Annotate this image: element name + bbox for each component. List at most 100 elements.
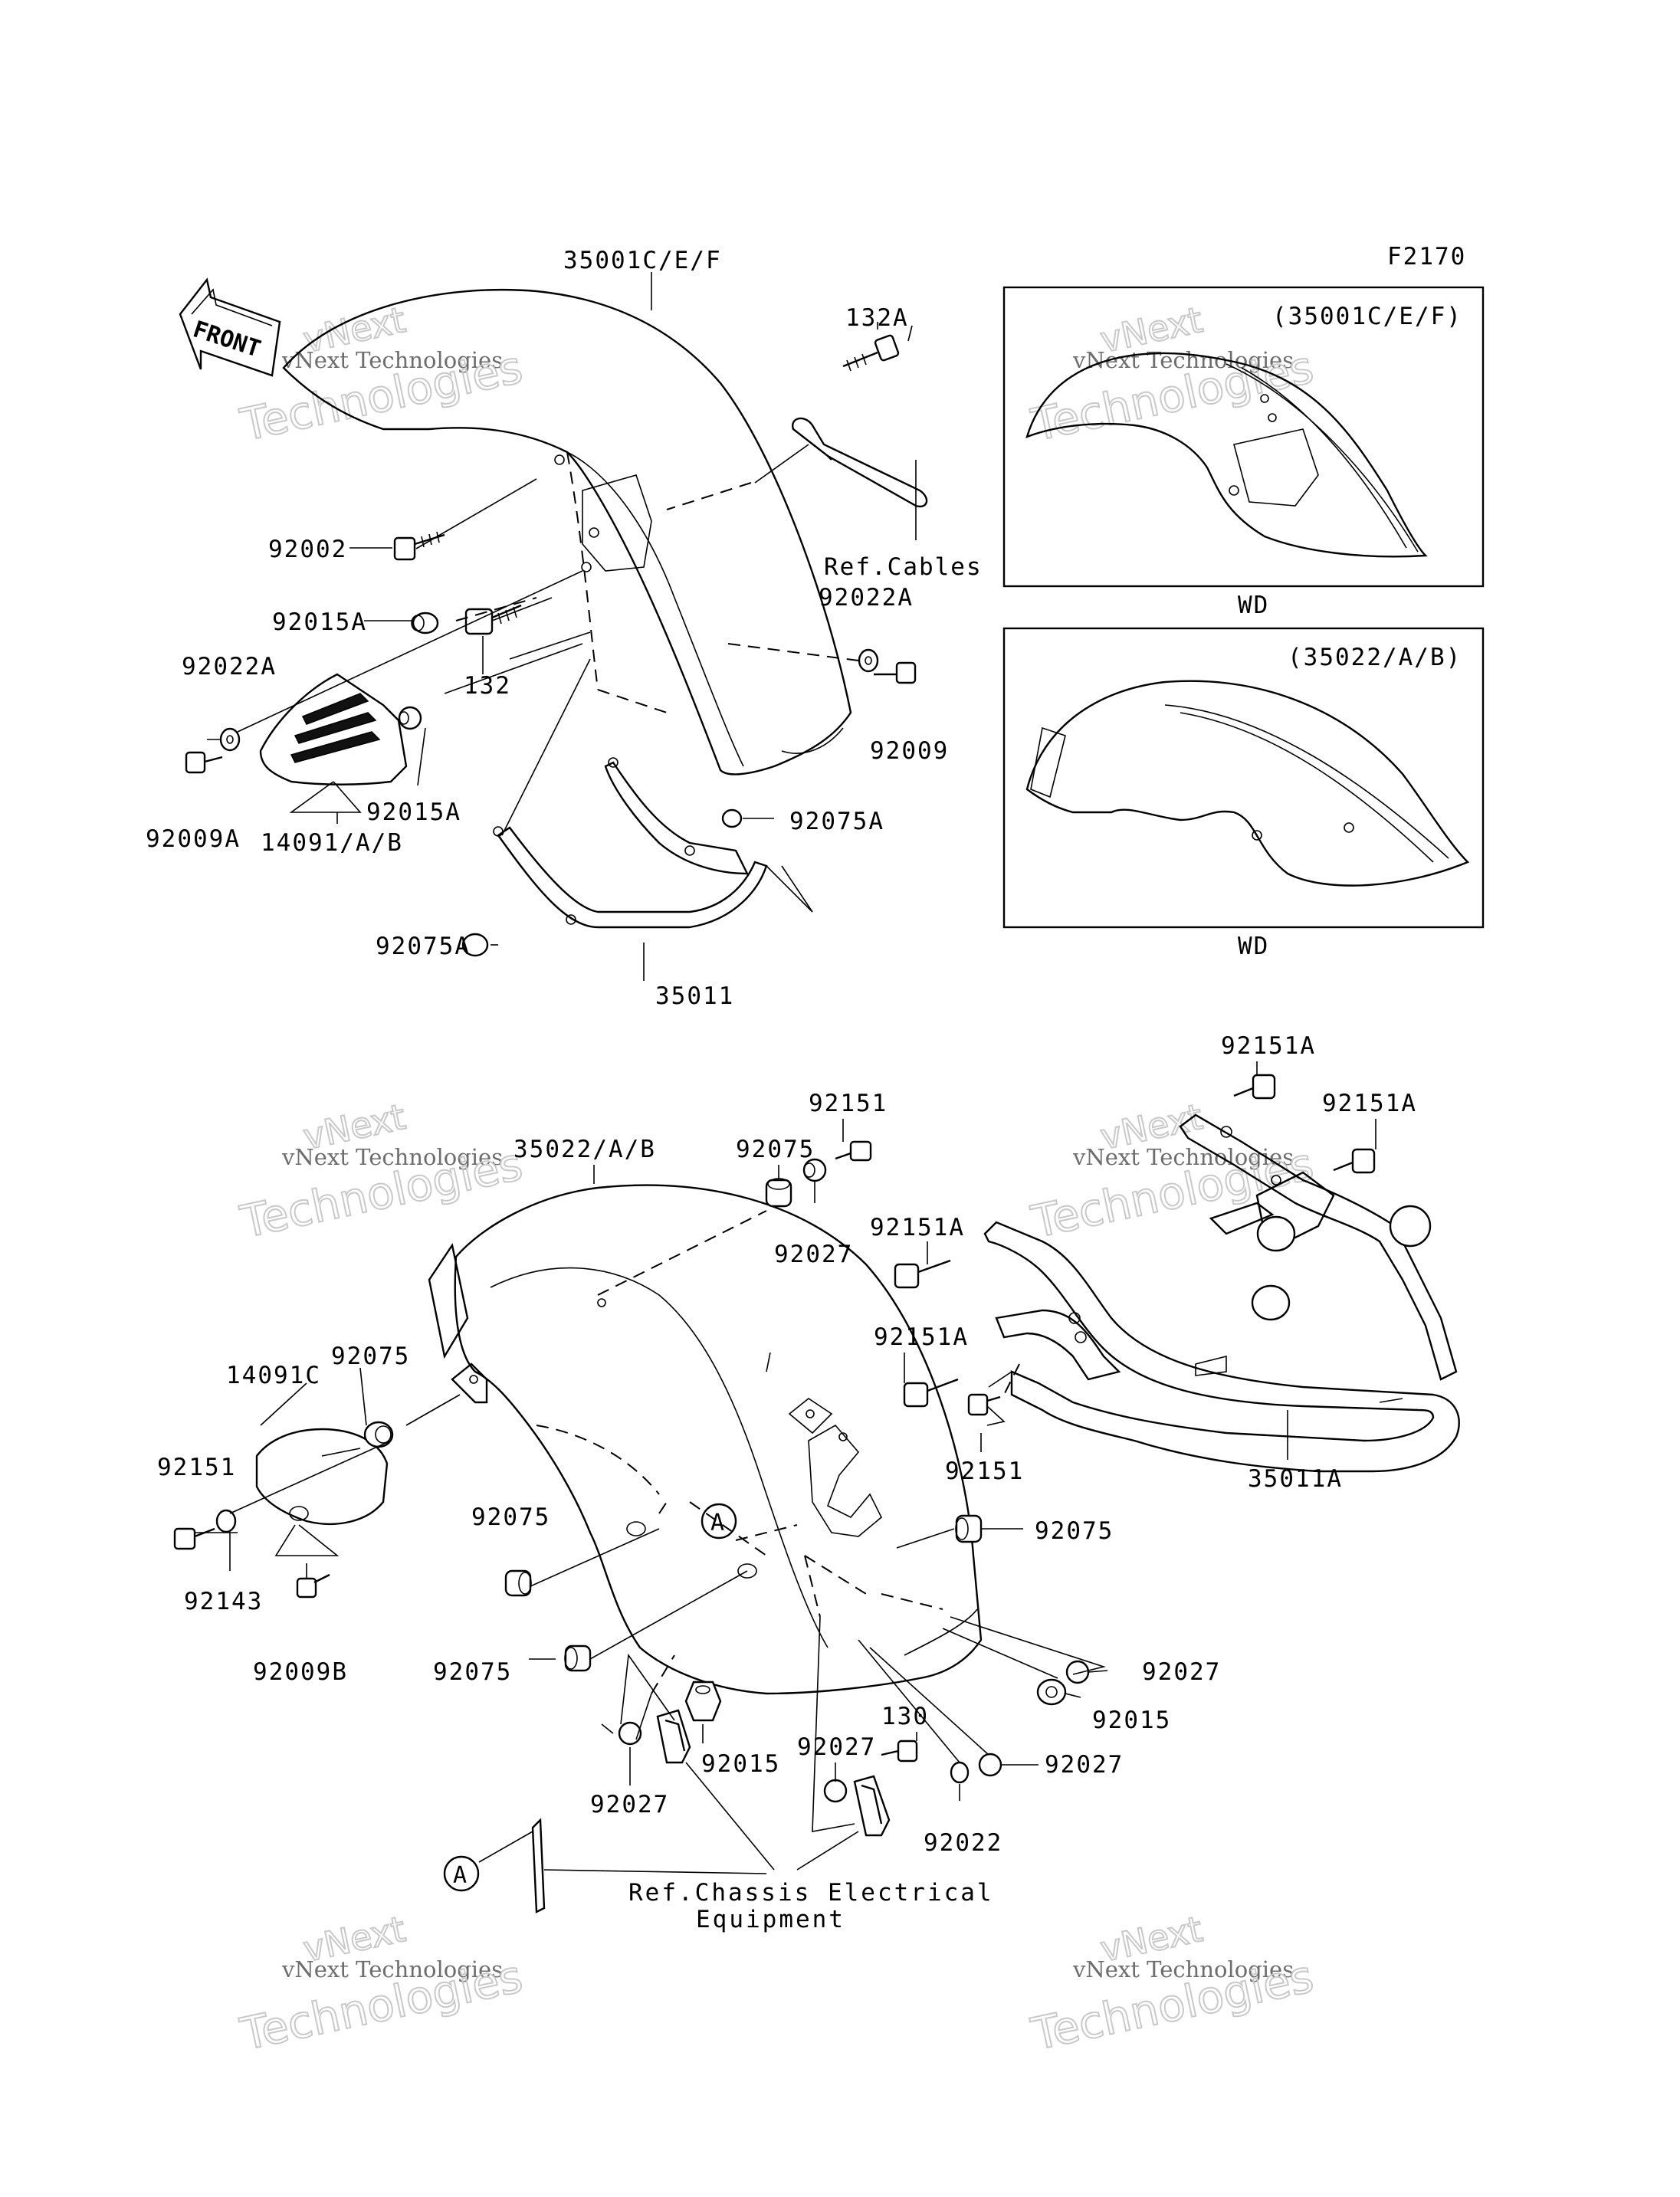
label-132A: 132A (845, 304, 909, 332)
cover-14091 (259, 673, 408, 785)
rear-leaders (195, 1061, 1376, 1874)
cap-92027-top (802, 1158, 827, 1182)
bolt-92151A-top1 (1233, 1074, 1276, 1100)
clamp-right (853, 1775, 891, 1837)
washer-92022 (950, 1761, 970, 1784)
label-92151A-3: 92151A (870, 1214, 965, 1241)
rear-fender-35022 (428, 1184, 983, 1695)
label-92075A-right: 92075A (789, 808, 884, 835)
svg-text:vNext Technologies: vNext Technologies (281, 1956, 503, 1982)
washer-92022A-left (219, 727, 241, 752)
front-fender-35001 (282, 289, 852, 776)
inset-front-fender: (35001C/E/F) (1002, 286, 1485, 588)
label-92151-top: 92151 (809, 1090, 888, 1117)
label-92027-right: 92027 (1142, 1658, 1221, 1686)
svg-text:A: A (710, 1510, 724, 1536)
label-35011A: 35011A (1248, 1465, 1343, 1493)
label-ref-chassis-1: Ref.Chassis Electrical (628, 1879, 994, 1907)
cover-14091C (255, 1428, 389, 1526)
front-leaders (207, 272, 917, 981)
label-92075-left: 92075 (331, 1343, 410, 1370)
bolt-92151-left (173, 1527, 215, 1550)
label-92009B: 92009B (253, 1658, 348, 1686)
label-ref-chassis-2: Equipment (696, 1906, 845, 1933)
nut-92015-r (1036, 1678, 1067, 1706)
svg-text:vNext Technologies: vNext Technologies (1072, 1956, 1294, 1982)
callout-A-upper: A (701, 1503, 737, 1540)
label-92151A-4: 92151A (874, 1323, 969, 1351)
label-92151-right: 92151 (945, 1458, 1024, 1485)
washer-92022A-right (858, 648, 879, 673)
part-labels: 35001C/E/F 132A 92002 Ref.Cables 92022A … (146, 247, 1416, 1933)
label-92027-left-bottom: 92027 (590, 1791, 669, 1818)
label-132: 132 (464, 672, 511, 700)
label-35011: 35011 (655, 982, 734, 1010)
label-92075A-left: 92075A (376, 933, 471, 960)
label-92022A-right: 92022A (819, 584, 914, 612)
label-92015-mid: 92015 (701, 1750, 780, 1778)
label-92027-right-bottom: 92027 (1045, 1751, 1124, 1779)
label-92143: 92143 (184, 1588, 263, 1615)
label-92002: 92002 (268, 536, 347, 563)
cap-92027-lb (618, 1721, 642, 1746)
bolt-92009B (296, 1573, 330, 1599)
bolt-92002 (393, 531, 445, 561)
bolt-92009 (874, 661, 917, 684)
cable-guide (792, 417, 928, 508)
label-92027-mid: 92027 (797, 1733, 876, 1761)
grommet-92075-l (363, 1421, 394, 1448)
label-14091C: 14091C (226, 1362, 321, 1389)
grommet-92075-b (564, 1644, 592, 1672)
label-35001: 35001C/E/F (563, 247, 722, 274)
label-92075-right: 92075 (1035, 1517, 1114, 1545)
label-92022A-left: 92022A (182, 653, 277, 680)
label-92009: 92009 (870, 737, 949, 765)
grommet-92075-m (504, 1569, 532, 1597)
svg-text:vNext Technologies: vNext Technologies (1072, 1144, 1294, 1170)
washer-92143 (215, 1509, 237, 1533)
watermark-bottom-right: vNext vNext Technologies Technologies (1026, 1907, 1319, 2061)
inset-top-caption: WD (1238, 592, 1269, 619)
label-92015A-bottom: 92015A (366, 798, 461, 826)
label-ref-cables: Ref.Cables (824, 553, 983, 581)
label-92151A-1: 92151A (1221, 1032, 1316, 1060)
label-92075-top: 92075 (736, 1136, 815, 1163)
label-92027-top: 92027 (774, 1241, 853, 1268)
collar-92015A-top (411, 612, 439, 635)
bracket-A (531, 1818, 546, 1913)
bolt-92009A (185, 751, 223, 774)
cap-92027-rb (978, 1753, 1002, 1777)
callout-A-lower: A (443, 1855, 480, 1892)
svg-text:vNext Technologies: vNext Technologies (281, 1144, 503, 1170)
label-92015A-top: 92015A (272, 608, 367, 636)
fender-stay-35011 (493, 757, 768, 929)
label-92022: 92022 (924, 1829, 1002, 1857)
label-14091: 14091/A/B (261, 829, 403, 857)
inset-rear-fender: (35022/A/B) (1002, 627, 1485, 929)
fender-stay-35011A (983, 1113, 1460, 1473)
label-35022: 35022/A/B (514, 1136, 656, 1163)
figure-code: F2170 (1387, 243, 1466, 271)
cap-92027-r (1065, 1660, 1090, 1684)
watermark-bottom-left: vNext vNext Technologies Technologies (235, 1907, 528, 2061)
svg-text:A: A (453, 1862, 467, 1889)
svg-text:vNext Technologies: vNext Technologies (281, 347, 503, 373)
label-130: 130 (881, 1703, 929, 1730)
label-92075-bottom: 92075 (433, 1658, 512, 1686)
bolt-92151A-mid2 (903, 1378, 959, 1408)
grommet-92075A-right (721, 808, 743, 828)
label-92075-mid: 92075 (471, 1503, 550, 1531)
label-92009A: 92009A (146, 825, 241, 853)
bolt-92151A-mid1 (894, 1259, 951, 1289)
collar-92015A-bottom (398, 706, 422, 730)
clamp-left (656, 1709, 691, 1764)
inset-bottom-caption: WD (1238, 933, 1269, 960)
bolt-92151A-top2 (1333, 1148, 1376, 1174)
bolt-130 (881, 1740, 918, 1763)
inset-top-header: (35001C/E/F) (1272, 303, 1462, 330)
grommet-92075-r (955, 1514, 983, 1543)
inset-bottom-header: (35022/A/B) (1288, 644, 1462, 671)
watermark-mid-left: vNext vNext Technologies Technologies (235, 1095, 528, 1249)
nut-92015-m (684, 1681, 722, 1722)
